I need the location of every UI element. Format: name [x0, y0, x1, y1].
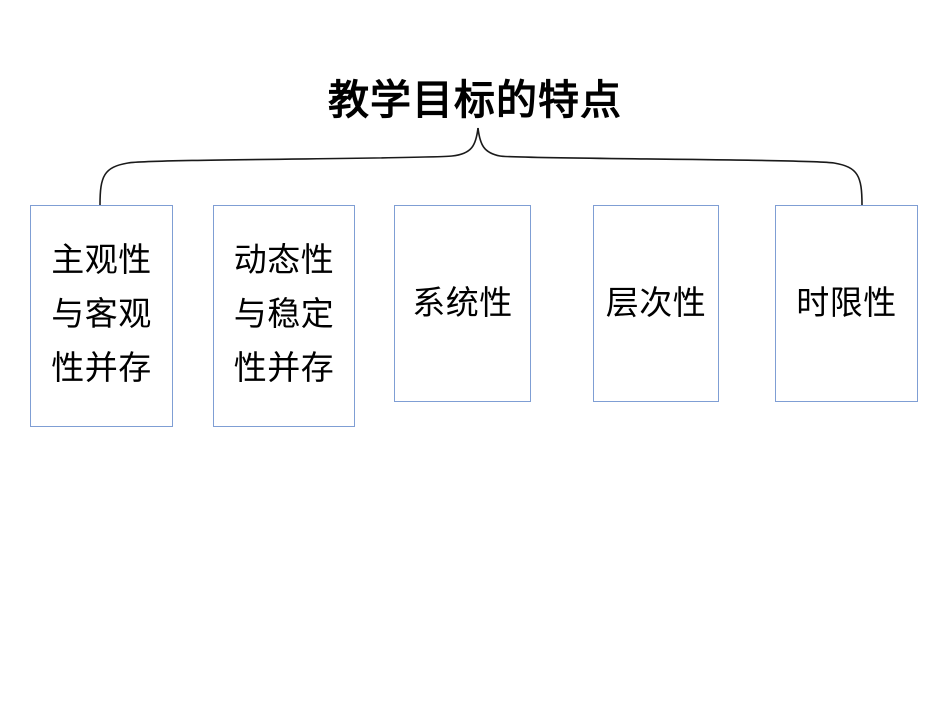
node-text-line: 动态性	[233, 243, 335, 279]
page-title: 教学目标的特点	[328, 76, 622, 124]
node-box-hierarchical[interactable]: 层次性	[593, 205, 719, 402]
node-text-stack: 主观性 与客观 性并存	[51, 234, 152, 398]
node-text-line: 系统性	[412, 285, 513, 322]
node-text-stack: 动态性 与稳定 性并存	[234, 234, 335, 398]
node-box-time-limited[interactable]: 时限性	[775, 205, 918, 402]
node-box-subjectivity-objectivity[interactable]: 主观性 与客观 性并存	[30, 205, 173, 427]
node-text-stack: 层次性	[606, 277, 707, 331]
node-text-line: 性并存	[233, 351, 335, 387]
brace-left-half	[99, 127, 479, 206]
brace-right-half	[477, 127, 863, 206]
node-text-line: 与客观	[51, 297, 152, 333]
node-text-stack: 系统性	[412, 277, 513, 331]
node-box-systematic[interactable]: 系统性	[394, 205, 531, 402]
node-text-stack: 时限性	[796, 277, 897, 331]
node-text-line: 层次性	[605, 285, 707, 322]
node-box-dynamic-stability[interactable]: 动态性 与稳定 性并存	[213, 205, 355, 427]
node-text-line: 性并存	[51, 351, 152, 387]
node-text-line: 时限性	[796, 285, 897, 322]
node-text-line: 与稳定	[233, 297, 335, 333]
node-text-line: 主观性	[51, 243, 152, 279]
